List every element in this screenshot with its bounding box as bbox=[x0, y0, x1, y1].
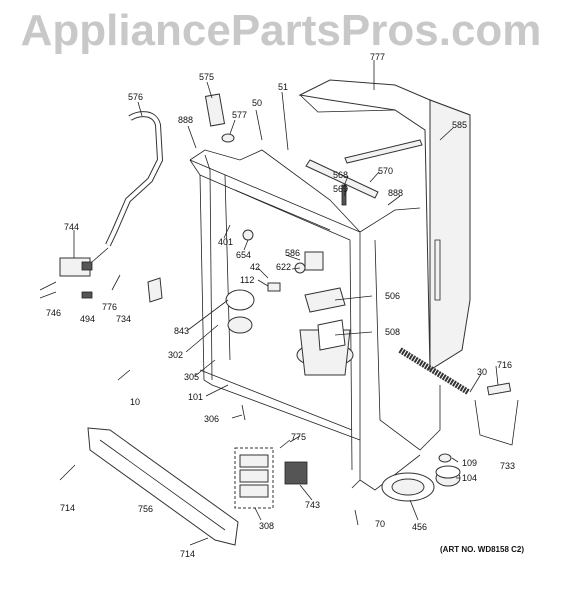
callout-101: 101 bbox=[188, 392, 203, 402]
callout-labels: 777 575 576 888 50 51 577 585 570 568 56… bbox=[46, 52, 524, 559]
water-valve bbox=[59, 247, 109, 277]
callout-743: 743 bbox=[305, 500, 320, 510]
callout-734: 734 bbox=[116, 314, 131, 324]
callout-305: 305 bbox=[184, 372, 199, 382]
callout-775: 775 bbox=[291, 432, 306, 442]
callout-456: 456 bbox=[412, 522, 427, 532]
callout-585: 585 bbox=[452, 120, 467, 130]
callout-70: 70 bbox=[375, 519, 385, 529]
callout-744: 744 bbox=[64, 222, 79, 232]
callout-50: 50 bbox=[252, 98, 262, 108]
callout-42: 42 bbox=[250, 262, 260, 272]
callout-51: 51 bbox=[278, 82, 288, 92]
float-cup bbox=[381, 472, 435, 502]
callout-714: 714 bbox=[60, 503, 75, 513]
callout-10: 10 bbox=[130, 397, 140, 407]
callout-575: 575 bbox=[199, 72, 214, 82]
callout-308: 308 bbox=[259, 521, 274, 531]
callout-568: 568 bbox=[333, 170, 348, 180]
callout-586: 586 bbox=[285, 248, 300, 258]
callout-714-bottom: 714 bbox=[180, 549, 195, 559]
small-parts bbox=[39, 93, 359, 546]
inlet-hose bbox=[105, 111, 164, 247]
callout-654: 654 bbox=[236, 250, 251, 260]
callout-576: 576 bbox=[128, 92, 143, 102]
callout-888: 888 bbox=[178, 115, 193, 125]
callout-508: 508 bbox=[385, 327, 400, 337]
callout-777: 777 bbox=[370, 52, 385, 62]
callout-570: 570 bbox=[378, 166, 393, 176]
callout-776: 776 bbox=[102, 302, 117, 312]
callout-622: 622 bbox=[276, 262, 291, 272]
fill-funnel bbox=[435, 453, 461, 487]
callout-104: 104 bbox=[462, 473, 477, 483]
callout-112: 112 bbox=[240, 275, 254, 285]
callout-733: 733 bbox=[500, 461, 515, 471]
callout-577: 577 bbox=[232, 110, 247, 120]
tub-frame bbox=[189, 149, 441, 491]
callout-306: 306 bbox=[204, 414, 219, 424]
tub-shell bbox=[298, 79, 471, 371]
callout-888-right: 888 bbox=[388, 188, 403, 198]
callout-506: 506 bbox=[385, 291, 400, 301]
callout-302: 302 bbox=[168, 350, 183, 360]
door-spring bbox=[398, 347, 519, 446]
leader-lines bbox=[73, 60, 499, 521]
control-module bbox=[234, 447, 274, 509]
callout-716: 716 bbox=[497, 360, 512, 370]
callout-109: 109 bbox=[462, 458, 477, 468]
callout-401: 401 bbox=[218, 237, 233, 247]
callout-756: 756 bbox=[138, 504, 153, 514]
callout-843: 843 bbox=[174, 326, 189, 336]
callout-30: 30 bbox=[477, 367, 487, 377]
toe-kick-rail bbox=[87, 427, 239, 546]
capacitor bbox=[284, 461, 308, 485]
art-number: (ART NO. WD8158 C2) bbox=[440, 545, 524, 554]
callout-569: 569 bbox=[333, 184, 348, 194]
filter-basket bbox=[304, 287, 346, 351]
callout-746: 746 bbox=[46, 308, 61, 318]
callout-494: 494 bbox=[80, 314, 95, 324]
watermark-logo: AppliancePartsPros.com bbox=[20, 6, 542, 55]
